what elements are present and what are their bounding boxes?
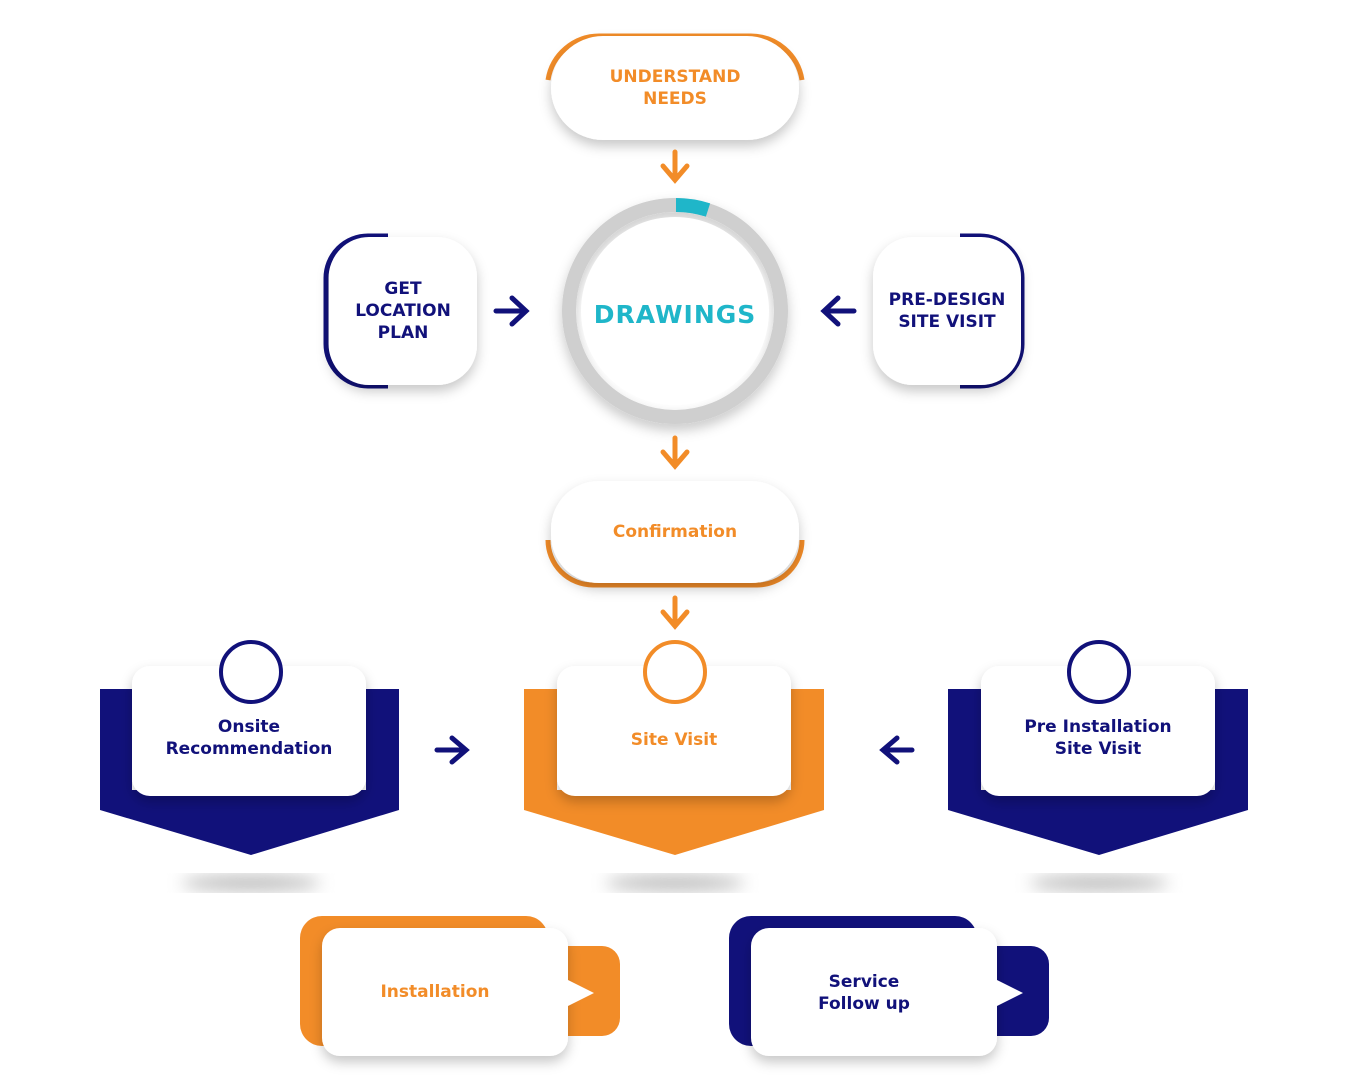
confirmation-label: Confirmation [612,522,738,542]
understand-needs-node [545,33,805,140]
onsite-recommendation-label: Onsite Recommendation [165,717,333,759]
pre-installation-site-visit-label: Pre Installation Site Visit [1024,717,1172,759]
pre-design-site-visit-label: PRE-DESIGN SITE VISIT [888,290,1006,332]
confirmation-node [545,481,805,588]
get-location-plan-node [323,233,477,389]
arrow-down-icon [660,595,690,630]
drawings-label: DRAWINGS [593,300,757,329]
arrow-left-icon [820,295,857,327]
arrow-right-icon [493,295,530,327]
arrow-down-icon [660,149,690,184]
arrow-right-icon [434,735,470,765]
pre-installation-site-visit-node [948,640,1248,855]
pre-design-site-visit-node [873,233,1025,389]
installation-node [300,916,620,1056]
ground-shadows [181,875,1169,891]
site-visit-node [524,640,824,855]
get-location-plan-label: GET LOCATION PLAN [355,279,451,343]
service-follow-up-node [729,916,1049,1056]
service-follow-up-label: Service Follow up [818,972,910,1014]
onsite-recommendation-node [100,640,399,855]
site-visit-label: Site Visit [630,730,718,750]
drawings-node [562,198,788,424]
understand-needs-label: UNDERSTAND NEEDS [609,67,741,109]
installation-label: Installation [380,982,490,1002]
arrow-left-icon [879,735,915,765]
arrow-down-icon [660,435,690,470]
